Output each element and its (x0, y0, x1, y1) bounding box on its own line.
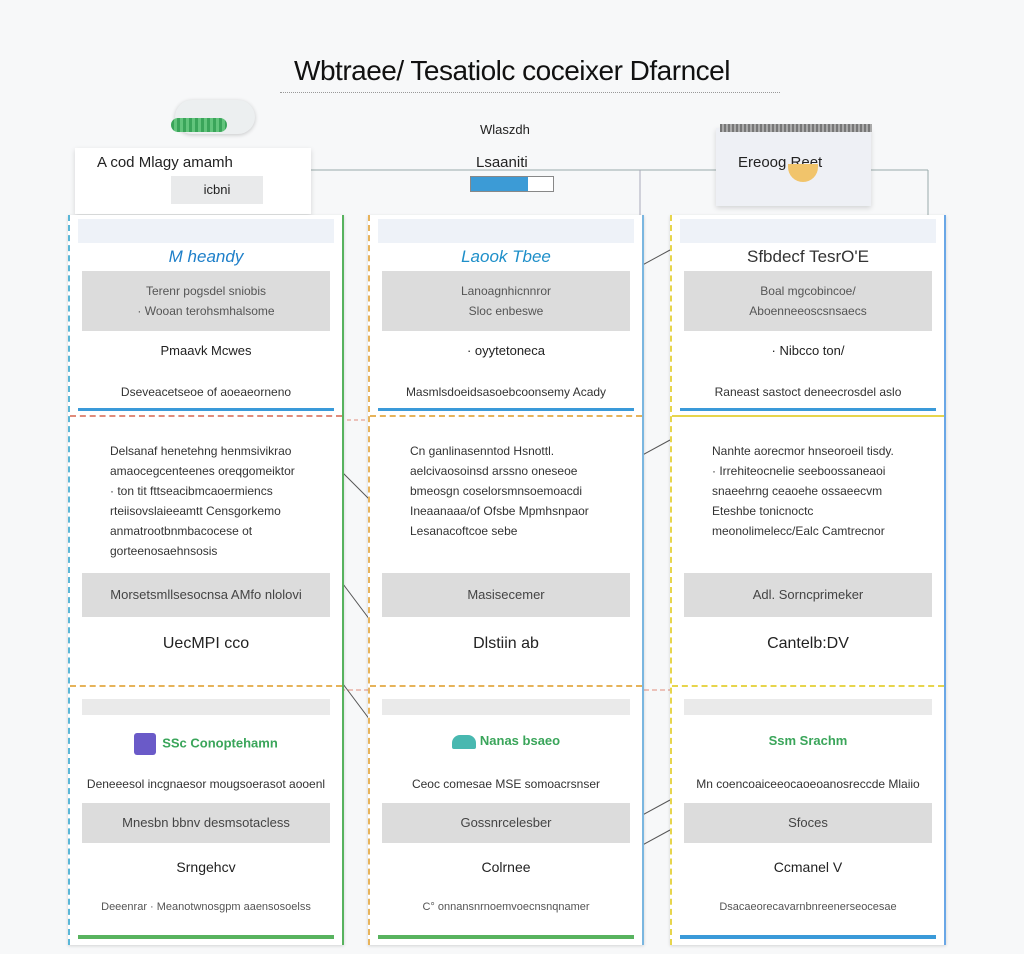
column-value: Cantelb:DV (767, 635, 849, 652)
summary-line: Boal mgcobincoe/ (760, 284, 856, 298)
section-3-line: Deneeesol incgnaesor mougsoerasot aooenl (86, 777, 326, 791)
summary-line: · Wooan terohsmhalsome (137, 304, 275, 318)
column-action-bar[interactable]: Adl. Sorncprimeker (684, 573, 932, 617)
column-heading: M heandy (168, 247, 244, 266)
section-3-label-text: SSc Conoptehamn (162, 735, 278, 751)
paragraph-line: Ineaanaaa/of Ofsbe Mpmhsnpaor (410, 504, 589, 518)
column-separator (680, 408, 936, 411)
column-heading: Laook Tbee (461, 247, 551, 266)
column-separator (378, 408, 634, 411)
column-subtitle: Pmaavk Mcwes (160, 343, 252, 358)
column-section-3: SSc Conoptehamn Deneeesol incgnaesor mou… (70, 685, 342, 947)
section-3-value: Srngehcv (176, 859, 236, 875)
paragraph-line: Nanhte aorecmor hnseoroeil tisdy. (712, 444, 894, 458)
column-subtitle: · oyytetoneca (466, 343, 546, 358)
column-section-3: Ssm Srachm Mn coencoaiceeocaoeoanosreccd… (672, 685, 944, 947)
summary-line: Sloc enbeswe (468, 304, 544, 318)
column-heading: Sfbdecf TesrO'E (747, 247, 869, 266)
column-summary-box: Terenr pogsdel sniobis · Wooan terohsmha… (82, 271, 330, 331)
section-3-line: Mn coencoaiceeocaoeoanosreccde Mlaiio (696, 777, 920, 791)
section-3-line: Ceoc comesae MSE somoacrsnser (411, 777, 601, 791)
column-section-3: Nanas bsaeo Ceoc comesae MSE somoacrsnse… (370, 685, 642, 947)
paragraph-line: Delsanaf henetehng henmsivikrao (110, 444, 292, 458)
section-3-label-text: Nanas bsaeo (479, 733, 561, 748)
column-3: Sfbdecf TesrO'E Boal mgcobincoe/ Aboenne… (670, 215, 946, 945)
paragraph-line: rteiisovslaieeamtt Censgorkemo (110, 504, 281, 518)
app-icon (134, 733, 157, 755)
header-left-label: A cod Mlagy amamh (97, 154, 233, 171)
ruler-strip (720, 124, 872, 132)
progress-bar (470, 176, 554, 192)
section-header-bar (382, 699, 630, 715)
paragraph-line: amaocegcenteenes oreqgomeiktor (110, 464, 295, 478)
column-separator (78, 408, 334, 411)
column-summary-box: Lanoagnhicnnror Sloc enbeswe (382, 271, 630, 331)
column-description: Dseveacetseoe of aoeaeorneno (120, 385, 292, 399)
column-2: Laook Tbee Lanoagnhicnnror Sloc enbeswe … (368, 215, 644, 945)
column-section-2: Delsanaf henetehng henmsivikrao amaocegce… (70, 415, 342, 687)
column-value: UecMPI cco (162, 635, 250, 652)
column-summary-box: Boal mgcobincoe/ Aboenneeoscsnsaecs (684, 271, 932, 331)
column-header-bar (680, 219, 936, 243)
title-rule (280, 92, 780, 93)
paragraph-line: aelcivaosoinsd arssno oneseoe (410, 464, 578, 478)
toggle-icon (171, 100, 255, 134)
header-middle-top: Wlaszdh (480, 122, 530, 137)
section-3-label: Nanas bsaeo (370, 733, 642, 749)
summary-line: Terenr pogsdel sniobis (145, 284, 267, 298)
column-subtitle: · Nibcco ton/ (771, 343, 845, 358)
diagram-title: Wbtraee/ Tesatiolc coceixer Dfarncel (294, 55, 730, 86)
section-3-value: Ccmanel V (773, 859, 843, 875)
summary-line: Lanoagnhicnnror (460, 284, 552, 298)
paragraph-line: · Irrehiteocnelie seeboossaneaoi (712, 464, 886, 478)
column-section-2: Cn ganlinasenntod Hsnottl. aelcivaosoinsd… (370, 415, 642, 687)
paragraph-line: bmeosgn coselorsmnsoemoacdi (410, 484, 583, 498)
column-paragraph: Nanhte aorecmor hnseoroeil tisdy. · Irreh… (712, 441, 914, 541)
paragraph-line: Cn ganlinasenntod Hsnottl. (410, 444, 555, 458)
column-bottom-strip (680, 935, 936, 939)
paragraph-line: snaeehrng ceaoehe ossaeecvm (712, 484, 883, 498)
cloud-icon (451, 734, 476, 749)
header-node-middle: Wlaszdh Lsaaniti (470, 118, 590, 198)
section-3-footer: C° onnansnrnoemvoecnsnqnamer (422, 901, 590, 913)
column-1: M heandy Terenr pogsdel sniobis · Wooan … (68, 215, 344, 945)
column-value: Dlstiin ab (473, 635, 539, 652)
section-header-bar (684, 699, 932, 715)
column-description: Masmlsdoeidsasoebcoonsemy Acady (405, 385, 607, 399)
section-3-bar[interactable]: Mnesbn bbnv desmsotacless (82, 803, 330, 843)
section-3-label: Ssm Srachm (672, 733, 944, 748)
header-node-left: A cod Mlagy amamh icbni (75, 100, 311, 214)
column-header-bar (78, 219, 334, 243)
header-left-sub: icbni (171, 176, 263, 204)
section-3-bar[interactable]: Gossnrcelesber (382, 803, 630, 843)
column-description: Raneast sastoct deneecrosdel aslo (714, 385, 902, 399)
paragraph-line: anmatrootbnmbacocese ot (110, 524, 253, 538)
section-3-label-text: Ssm Srachm (768, 733, 848, 748)
column-action-bar[interactable]: Masisecemer (382, 573, 630, 617)
column-action-bar[interactable]: Morsetsmllsesocnsa AMfo nlolovi (82, 573, 330, 617)
column-paragraph: Delsanaf henetehng henmsivikrao amaocegce… (110, 441, 312, 561)
summary-line: Aboenneeoscsnsaecs (749, 304, 867, 318)
bowl-icon (788, 164, 818, 182)
column-paragraph: Cn ganlinasenntod Hsnottl. aelcivaosoinsd… (410, 441, 612, 541)
section-header-bar (82, 699, 330, 715)
header-middle-label: Lsaaniti (476, 154, 528, 171)
section-3-footer: Dsacaeorecavarnbnreenerseocesae (719, 901, 897, 913)
paragraph-line: Lesanacoftcoe sebe (410, 524, 518, 538)
column-section-2: Nanhte aorecmor hnseoroeil tisdy. · Irreh… (672, 415, 944, 687)
section-3-footer: Deeenrar · Meanotwnosgpm aaensosoelss (101, 901, 311, 913)
section-3-label: SSc Conoptehamn (70, 733, 342, 755)
header-node-right: Ereoog Reet (716, 124, 872, 206)
paragraph-line: gorteenosaehnsosis (110, 544, 218, 558)
paragraph-line: · ton tit fttseacibmcaoermiencs (110, 484, 273, 498)
paragraph-line: meonolimelecc/Ealc Camtrecnor (712, 524, 885, 538)
paragraph-line: Eteshbe tonicnoctc (712, 504, 814, 518)
column-bottom-strip (78, 935, 334, 939)
section-3-value: Colrnee (481, 859, 531, 875)
column-header-bar (378, 219, 634, 243)
column-bottom-strip (378, 935, 634, 939)
section-3-bar[interactable]: Sfoces (684, 803, 932, 843)
